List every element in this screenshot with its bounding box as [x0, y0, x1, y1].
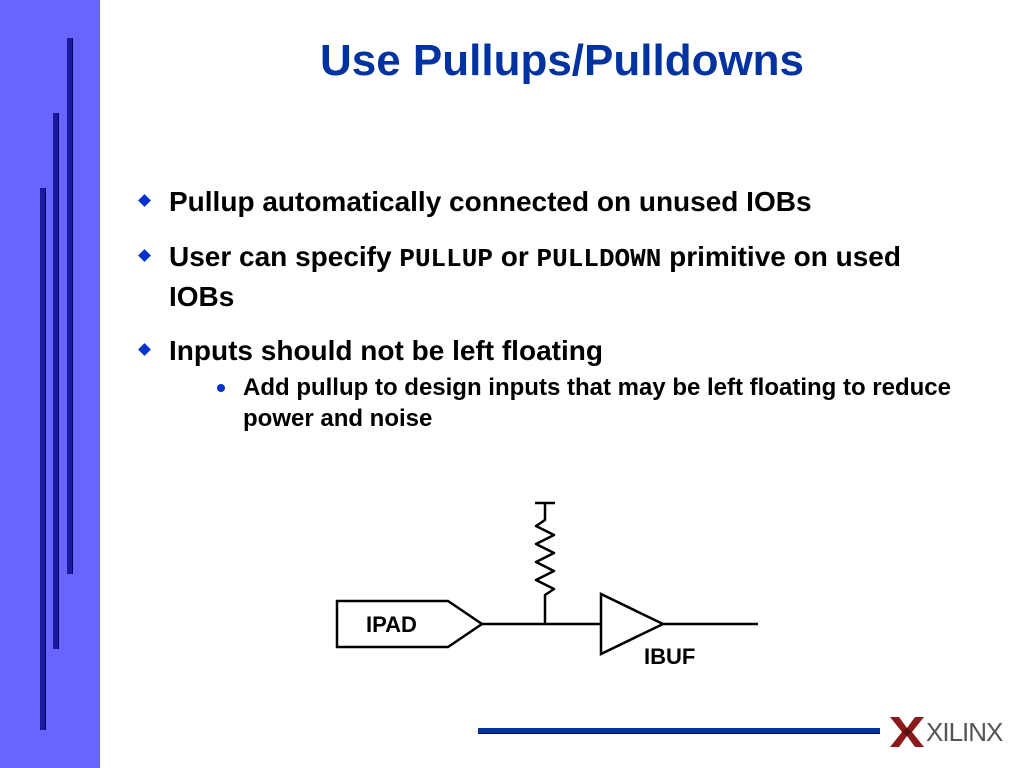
sidebar-bar — [40, 188, 46, 730]
bullet-item: User can specify PULLUP or PULLDOWN prim… — [138, 238, 970, 315]
code-pullup: PULLUP — [399, 244, 493, 274]
sidebar-bar — [53, 113, 59, 649]
ipad-shape — [335, 599, 485, 649]
ibuf-label: IBUF — [644, 644, 695, 669]
sidebar-bar — [67, 38, 73, 574]
xilinx-mark-icon — [890, 717, 924, 747]
ibuf-triangle — [599, 592, 666, 656]
sub-bullet-text: Add pullup to design inputs that may be … — [243, 374, 951, 432]
bullet-text-pre: User can specify — [169, 241, 400, 272]
bullet-text: Pullup automatically connected on unused… — [169, 186, 812, 217]
xilinx-logo: XILINX — [890, 714, 1003, 750]
bullet-text-mid: or — [492, 241, 537, 272]
code-pulldown: PULLDOWN — [536, 244, 662, 274]
footer-line — [478, 728, 880, 734]
bullet-item: Inputs should not be left floating Add p… — [138, 332, 970, 434]
slide-title: Use Pullups/Pulldowns — [319, 36, 805, 85]
bullet-text-post: primitive on used IOBs — [169, 241, 901, 312]
bullet-list: Pullup automatically connected on unused… — [138, 183, 970, 451]
bullet-item: Pullup automatically connected on unused… — [138, 183, 970, 221]
logo-wordmark: XILINX — [926, 716, 1003, 747]
sidebar — [0, 0, 100, 768]
bullet-text: Inputs should not be left floating — [169, 335, 603, 366]
dot-bullet-icon — [217, 384, 225, 392]
ipad-label: IPAD — [366, 612, 417, 637]
pullup-resistor — [534, 503, 556, 624]
sub-bullet-item: Add pullup to design inputs that may be … — [217, 372, 963, 434]
